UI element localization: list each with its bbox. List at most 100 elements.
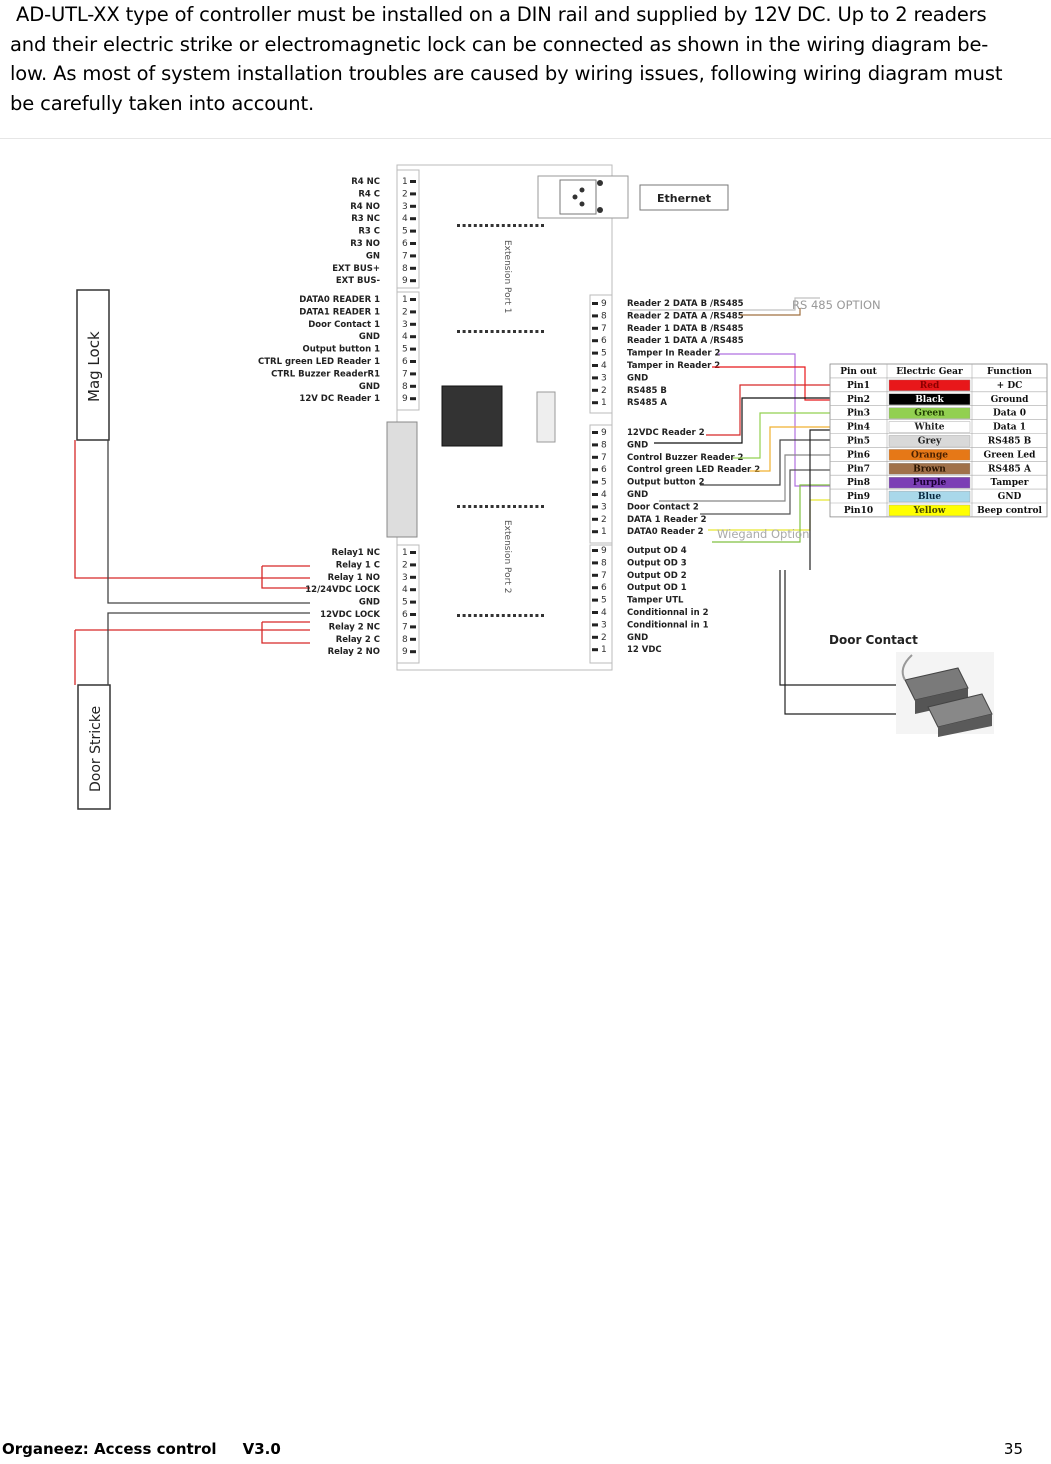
terminal-label: CTRL green LED Reader 1: [258, 357, 380, 367]
terminal-label: DATA0 Reader 2: [627, 527, 704, 537]
terminal-screw: [410, 254, 416, 258]
terminal-number: 4: [402, 214, 408, 224]
terminal-number: 7: [402, 369, 408, 379]
terminal-number: 5: [402, 345, 408, 355]
terminal-label: Output OD 1: [627, 583, 687, 593]
header-pin: [541, 330, 544, 333]
header-pin: [524, 505, 528, 508]
terminal-screw: [410, 384, 416, 388]
terminal-screw: [592, 302, 598, 305]
terminal-label: Door Contact 1: [308, 320, 380, 330]
terminal-screw: [592, 314, 598, 318]
wire-color-swatch: [888, 435, 971, 447]
header-pin: [529, 330, 533, 333]
header-pin: [457, 224, 460, 227]
terminal-label: R4 NC: [351, 177, 380, 187]
terminal-label: 12/24VDC LOCK: [305, 585, 380, 595]
mag-lock: Mag Lock: [76, 289, 110, 441]
terminal-number: 1: [601, 645, 607, 655]
terminal-number: 6: [601, 336, 607, 346]
terminal-number: 9: [601, 428, 607, 438]
table-cell-gear: White: [914, 423, 945, 433]
terminal-number: 1: [402, 177, 408, 187]
reader-wires: [630, 297, 830, 543]
terminal-number: 3: [601, 502, 607, 512]
extension-port-1-label: Extension Port 1: [502, 240, 512, 313]
terminal-label: R4 C: [358, 189, 380, 199]
door-strike: Door Stricke: [77, 684, 111, 810]
terminal-screw: [592, 561, 598, 565]
terminal-screw: [410, 229, 416, 233]
header-pin: [513, 224, 516, 227]
terminal-screw: [592, 517, 598, 521]
header-pin: [473, 224, 477, 227]
terminal-number: 9: [402, 394, 408, 404]
header-pin: [529, 614, 533, 617]
terminal-number: 9: [402, 276, 408, 286]
terminal-number: 8: [402, 635, 408, 645]
table-cell-pin: Pin1: [847, 381, 870, 391]
terminal-screw: [410, 335, 416, 339]
terminal-screw: [592, 351, 598, 355]
terminal-screw: [592, 468, 598, 472]
table-cell-pin: Pin4: [847, 423, 870, 433]
terminal-label: Conditionnal in 1: [627, 620, 709, 630]
terminal-number: 6: [402, 610, 408, 620]
terminal-screw: [410, 650, 416, 654]
header-pin: [501, 224, 505, 227]
terminal-screw: [592, 549, 598, 552]
door-contact-label: Door Contact: [829, 633, 918, 647]
terminal-number: 7: [402, 251, 408, 261]
table-cell-function: + DC: [997, 381, 1023, 391]
lock-wires: [74, 440, 310, 685]
terminal-label: Output OD 3: [627, 558, 687, 568]
terminal-label: Relay 2 NC: [329, 622, 380, 632]
terminal-label: Relay 1 NO: [328, 573, 380, 583]
terminal-number: 2: [601, 386, 607, 396]
terminal-number: 6: [601, 465, 607, 475]
rs485-option-label: RS 485 OPTION: [792, 298, 881, 312]
terminal-number: 6: [402, 357, 408, 367]
terminal-screw: [410, 563, 416, 567]
table-cell-gear: Green: [914, 409, 945, 419]
terminal-screw: [410, 372, 416, 376]
door-contact-wires: [779, 429, 900, 715]
header-pin: [501, 614, 505, 617]
table-cell-function: Ground: [991, 395, 1030, 405]
extension-port-headers: [457, 224, 544, 617]
terminal-number: 1: [601, 398, 607, 408]
terminal-number: 5: [601, 349, 607, 359]
header-pin: [462, 505, 466, 508]
terminal-label: GND: [627, 490, 648, 500]
ethernet-label: Ethernet: [657, 192, 711, 205]
terminal-number: 3: [402, 320, 408, 330]
table-cell-gear: Orange: [911, 450, 948, 460]
header-pin: [490, 330, 494, 333]
terminal-label: Reader 1 DATA A /RS485: [627, 336, 744, 346]
terminal-number: 4: [601, 361, 607, 371]
terminal-number: 2: [402, 189, 408, 199]
terminal-label: GN: [366, 251, 380, 261]
terminal-number: 8: [402, 264, 408, 274]
header-pin: [473, 614, 477, 617]
header-pin: [473, 330, 477, 333]
header-pin: [518, 505, 522, 508]
wiegand-option-label: Wiegand Option: [717, 527, 809, 541]
header-pin: [479, 505, 483, 508]
terminal-screw: [410, 310, 416, 314]
terminal-screw: [410, 397, 416, 401]
terminal-label: Tamper in Reader 2: [627, 361, 720, 371]
table-cell-gear: Black: [915, 395, 944, 405]
header-pin: [496, 505, 500, 508]
header-pin: [513, 505, 516, 508]
terminal-label: Tamper In Reader 2: [627, 349, 721, 359]
header-pin: [457, 330, 460, 333]
terminal-label: Reader 1 DATA B /RS485: [627, 324, 744, 334]
wire-color-swatch: [888, 490, 971, 503]
terminal-label: 12 VDC: [627, 645, 662, 655]
table-cell-function: RS485 A: [988, 464, 1032, 474]
terminal-screw: [410, 551, 416, 554]
header-pin: [479, 614, 483, 617]
terminal-screw: [410, 575, 416, 579]
header-pin: [462, 330, 466, 333]
